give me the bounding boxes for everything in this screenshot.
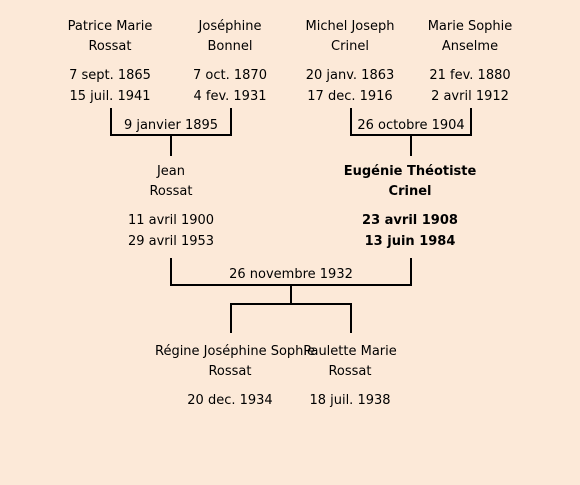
connector-line <box>290 284 292 304</box>
first-name: Patrice Marie <box>67 19 153 34</box>
first-name: Michel Joseph <box>305 19 395 34</box>
last-name: Rossat <box>149 184 193 199</box>
birth-date: 7 oct. 1870 <box>193 68 267 83</box>
connector-line <box>350 303 352 333</box>
connector-line <box>230 303 352 305</box>
connector-line <box>170 134 172 156</box>
birth-date: 18 juil. 1938 <box>309 393 391 408</box>
connector-line <box>170 258 172 286</box>
first-name: Régine Joséphine Sophie <box>155 344 316 359</box>
death-date: 4 fev. 1931 <box>193 89 267 104</box>
last-name: Rossat <box>208 364 252 379</box>
first-name: Marie Sophie <box>427 19 513 34</box>
person-eugenie-theotiste-crinel: Eugénie Théotiste Crinel 23 avril 1908 1… <box>335 162 485 252</box>
birth-date: 11 avril 1900 <box>127 213 215 228</box>
last-name: Rossat <box>88 39 132 54</box>
birth-date: 20 janv. 1863 <box>305 68 395 83</box>
marriage-date-rossat-bonnel: 9 janvier 1895 <box>123 118 219 133</box>
connector-line <box>410 134 412 156</box>
death-date: 15 juil. 1941 <box>69 89 151 104</box>
birth-date: 7 sept. 1865 <box>69 68 151 83</box>
person-josephine-bonnel: Joséphine Bonnel 7 oct. 1870 4 fev. 1931 <box>155 17 305 107</box>
birth-date: 21 fev. 1880 <box>429 68 511 83</box>
death-date: 17 dec. 1916 <box>307 89 393 104</box>
first-name: Eugénie Théotiste <box>343 164 477 179</box>
last-name: Crinel <box>331 39 369 54</box>
connector-line <box>350 108 352 136</box>
last-name: Anselme <box>441 39 499 54</box>
person-regine-josephine-sophie-rossat: Régine Joséphine Sophie Rossat 20 dec. 1… <box>155 342 316 411</box>
last-name: Crinel <box>388 184 432 199</box>
connector-line <box>410 258 412 286</box>
marriage-date-crinel-anselme: 26 octobre 1904 <box>357 118 465 133</box>
connector-line <box>470 108 472 136</box>
birth-date: 20 dec. 1934 <box>187 393 273 408</box>
first-name: Joséphine <box>198 19 262 34</box>
first-name: Paulette Marie <box>303 344 397 359</box>
connector-line <box>230 108 232 136</box>
last-name: Rossat <box>328 364 372 379</box>
person-patrice-marie-rossat: Patrice Marie Rossat 7 sept. 1865 15 jui… <box>35 17 185 107</box>
connector-line <box>230 303 232 333</box>
death-date: 13 juin 1984 <box>364 234 456 249</box>
person-marie-sophie-anselme: Marie Sophie Anselme 21 fev. 1880 2 avri… <box>395 17 545 107</box>
death-date: 29 avril 1953 <box>127 234 215 249</box>
first-name: Jean <box>156 164 186 179</box>
connector-line <box>110 108 112 136</box>
death-date: 2 avril 1912 <box>431 89 509 104</box>
birth-date: 23 avril 1908 <box>362 213 458 228</box>
person-michel-joseph-crinel: Michel Joseph Crinel 20 janv. 1863 17 de… <box>275 17 425 107</box>
marriage-date-rossat-crinel: 26 novembre 1932 <box>229 267 353 282</box>
person-paulette-marie-rossat: Paulette Marie Rossat 18 juil. 1938 <box>275 342 425 411</box>
person-jean-rossat: Jean Rossat 11 avril 1900 29 avril 1953 <box>96 162 246 252</box>
last-name: Bonnel <box>207 39 253 54</box>
